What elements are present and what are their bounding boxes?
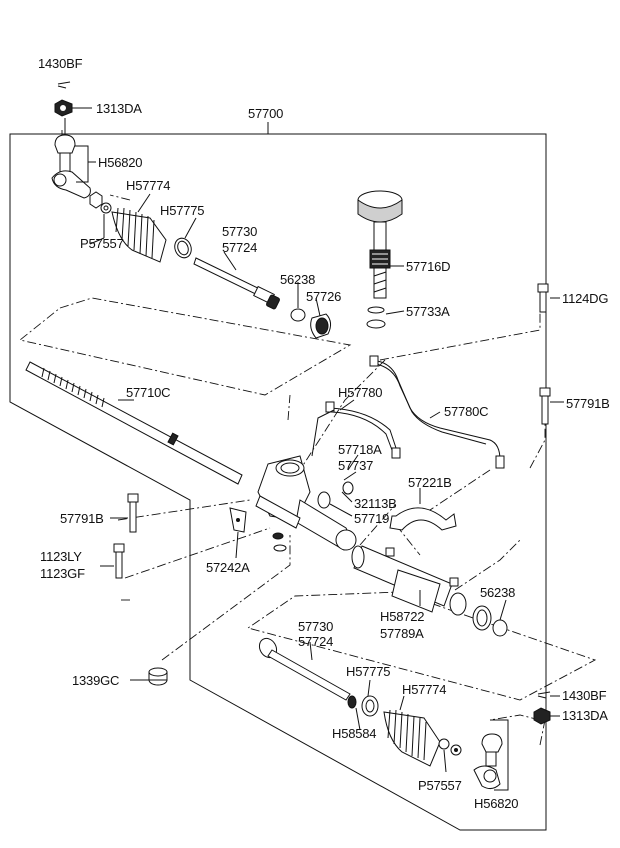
bottom-inner-tie-rod bbox=[258, 637, 379, 717]
cylinder-housing bbox=[351, 507, 508, 637]
label-57242a: 57242A bbox=[206, 560, 250, 575]
label-p57557-bottom: P57557 bbox=[418, 778, 462, 793]
bolt-57791b-right bbox=[539, 387, 551, 425]
label-57733a: 57733A bbox=[406, 304, 450, 319]
bolt-1124dg bbox=[537, 283, 549, 313]
label-56238-bottom: 56238 bbox=[480, 585, 515, 600]
label-57789a: 57789A bbox=[380, 626, 424, 641]
label-h56820-top: H56820 bbox=[98, 155, 142, 170]
label-p57557-top: P57557 bbox=[80, 236, 124, 251]
label-h57774-bottom: H57774 bbox=[402, 682, 446, 697]
label-57730-top: 57730 bbox=[222, 224, 257, 239]
bolts bbox=[113, 283, 551, 686]
label-h57775-top: H57775 bbox=[160, 203, 204, 218]
label-57724-bottom: 57724 bbox=[298, 634, 333, 649]
label-1313da-top: 1313DA bbox=[96, 101, 142, 116]
label-57726: 57726 bbox=[306, 289, 341, 304]
label-57780c: 57780C bbox=[444, 404, 488, 419]
top-boot bbox=[111, 207, 192, 263]
top-tie-rod-end bbox=[51, 81, 112, 238]
label-57737: 57737 bbox=[338, 458, 373, 473]
bolt-57791b-left bbox=[127, 493, 139, 533]
label-57700: 57700 bbox=[248, 106, 283, 121]
label-h58722: H58722 bbox=[380, 609, 424, 624]
label-1339gc: 1339GC bbox=[72, 673, 119, 688]
label-1123ly: 1123LY bbox=[40, 549, 82, 564]
label-h57774-top: H57774 bbox=[126, 178, 170, 193]
label-h57775-bottom: H57775 bbox=[346, 664, 390, 679]
label-57716d: 57716D bbox=[406, 259, 450, 274]
pinion-assembly bbox=[357, 190, 403, 329]
label-1430bf-bottom: 1430BF bbox=[562, 688, 607, 703]
label-32113b: 32113B bbox=[354, 496, 397, 511]
leader-lines bbox=[74, 107, 564, 773]
label-57791b-right: 57791B bbox=[566, 396, 610, 411]
bottom-tie-rod-end bbox=[473, 691, 551, 791]
bottom-boot bbox=[383, 709, 462, 767]
bolt-1123ly bbox=[113, 543, 125, 579]
gear-housing bbox=[229, 455, 357, 552]
nut-1339gc bbox=[148, 667, 168, 686]
label-57730-bottom: 57730 bbox=[298, 619, 333, 634]
label-57791b-left: 57791B bbox=[60, 511, 104, 526]
callout-labels: 1430BF 1313DA 57700 H56820 H57774 H57775… bbox=[38, 56, 610, 811]
top-inner-tie-rod bbox=[193, 257, 332, 339]
label-57718a: 57718A bbox=[338, 442, 382, 457]
label-h57780: H57780 bbox=[338, 385, 382, 400]
label-56238-top: 56238 bbox=[280, 272, 315, 287]
label-1313da-bottom: 1313DA bbox=[562, 708, 608, 723]
hydraulic-lines bbox=[311, 355, 505, 469]
label-57221b: 57221B bbox=[408, 475, 452, 490]
label-1123gf: 1123GF bbox=[40, 566, 85, 581]
rack-bar bbox=[25, 361, 243, 485]
label-1124dg: 1124DG bbox=[562, 291, 608, 306]
label-57719: 57719 bbox=[354, 511, 389, 526]
label-h56820-bottom: H56820 bbox=[474, 796, 518, 811]
assembly-outline bbox=[9, 122, 547, 831]
label-57724-top: 57724 bbox=[222, 240, 257, 255]
label-h58584: H58584 bbox=[332, 726, 376, 741]
label-1430bf-top: 1430BF bbox=[38, 56, 83, 71]
label-57710c: 57710C bbox=[126, 385, 170, 400]
